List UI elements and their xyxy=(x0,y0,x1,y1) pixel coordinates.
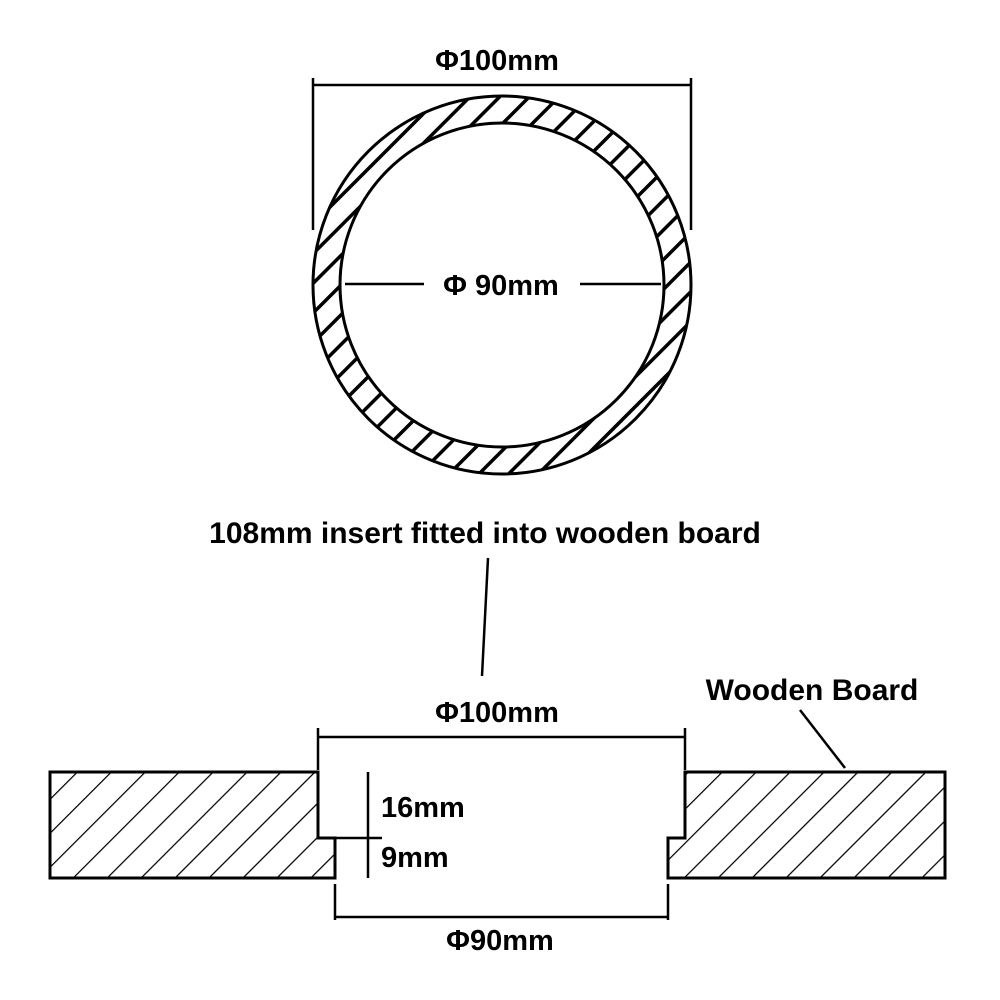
ring-inner-circle xyxy=(338,121,666,449)
board-leader-line xyxy=(799,709,846,769)
caption-group: 108mm insert fitted into wooden board xyxy=(209,517,761,677)
top-view: Φ100mm Φ 90mm xyxy=(311,45,693,476)
caption-label: 108mm insert fitted into wooden board xyxy=(209,517,761,550)
board-section-right xyxy=(666,770,947,880)
section-flange-depth-label: 16mm xyxy=(381,792,465,824)
wooden-board-label: Wooden Board xyxy=(706,674,919,707)
section-view: Φ100mm 16mm 9mm Φ90mm xyxy=(48,697,947,957)
caption-leader-line xyxy=(480,557,490,677)
board-section-left xyxy=(48,770,337,880)
section-outer-dim-label: Φ100mm xyxy=(435,697,559,729)
top-outer-dim-label: Φ100mm xyxy=(435,45,559,77)
board-label-group: Wooden Board xyxy=(706,674,919,769)
top-inner-dim-label: Φ 90mm xyxy=(443,270,559,302)
section-inner-dim-label: Φ90mm xyxy=(446,925,554,957)
section-lower-depth-label: 9mm xyxy=(381,842,449,874)
